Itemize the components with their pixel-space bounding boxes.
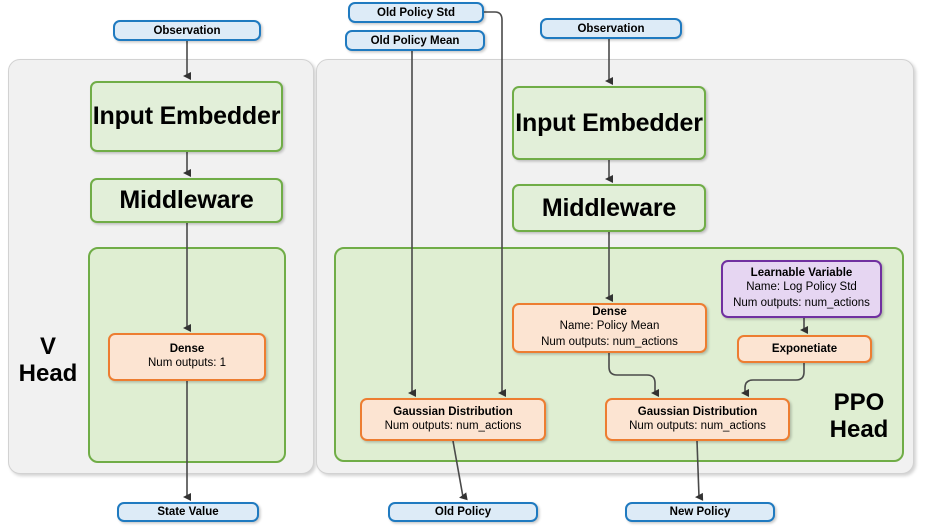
ppo-input-embedder-label: Input Embedder [515,108,703,137]
ppo-dense-num-outputs: Num outputs: num_actions [541,336,678,348]
ppo-exponetiate[interactable]: Exponetiate [737,335,872,363]
ppo-gaussian-new-num-outputs: Num outputs: num_actions [629,419,766,432]
ppo-gaussian-old-num-outputs: Num outputs: num_actions [384,419,522,432]
ppo-input-embedder[interactable]: Input Embedder [512,86,706,160]
ppo-learnable-variable-name: Name: Log Policy Std [746,281,857,294]
output-new-policy-label: New Policy [669,506,731,518]
ppo-gaussian-distribution-old[interactable]: Gaussian Distribution Num outputs: num_a… [360,398,546,441]
v-middleware[interactable]: Middleware [90,178,283,223]
v-dense-num-outputs: Num outputs: 1 [148,357,226,370]
ppo-dense-name: Name: Policy Mean [559,320,660,333]
ppo-dense-policy-mean[interactable]: Dense Name: Policy Mean Num outputs: num… [512,303,707,353]
ppo-learnable-variable[interactable]: Learnable Variable Name: Log Policy Std … [721,260,882,318]
ppo-middleware[interactable]: Middleware [512,184,706,232]
output-old-policy-label: Old Policy [434,506,492,518]
v-dense-title: Dense [169,343,205,356]
v-input-embedder-label: Input Embedder [92,102,281,130]
ppo-dense-title: Dense [592,306,627,319]
ppo-gaussian-new-title: Gaussian Distribution [637,405,758,418]
ppo-learnable-variable-title: Learnable Variable [750,267,853,280]
v-input-embedder[interactable]: Input Embedder [90,81,283,152]
ppo-exponetiate-label: Exponetiate [771,343,838,355]
v-head-caption: V Head [18,333,78,387]
input-old-policy-mean[interactable]: Old Policy Mean [345,30,485,51]
output-state-value[interactable]: State Value [117,502,259,522]
v-middleware-label: Middleware [119,186,254,214]
output-new-policy[interactable]: New Policy [625,502,775,522]
v-dense[interactable]: Dense Num outputs: 1 [108,333,266,381]
output-old-policy[interactable]: Old Policy [388,502,538,522]
input-observation-v[interactable]: Observation [113,20,261,41]
input-observation-ppo-label: Observation [577,22,645,35]
input-old-policy-std[interactable]: Old Policy Std [348,2,484,23]
input-observation-ppo[interactable]: Observation [540,18,682,39]
input-observation-v-label: Observation [153,24,221,37]
ppo-middleware-label: Middleware [541,193,677,222]
ppo-head-caption: PPO Head [829,389,889,443]
input-old-policy-mean-label: Old Policy Mean [370,34,460,47]
ppo-learnable-variable-num-outputs: Num outputs: num_actions [733,297,870,309]
output-state-value-label: State Value [157,506,219,518]
input-old-policy-std-label: Old Policy Std [377,6,455,19]
ppo-gaussian-distribution-new[interactable]: Gaussian Distribution Num outputs: num_a… [605,398,790,441]
ppo-gaussian-old-title: Gaussian Distribution [393,405,513,418]
